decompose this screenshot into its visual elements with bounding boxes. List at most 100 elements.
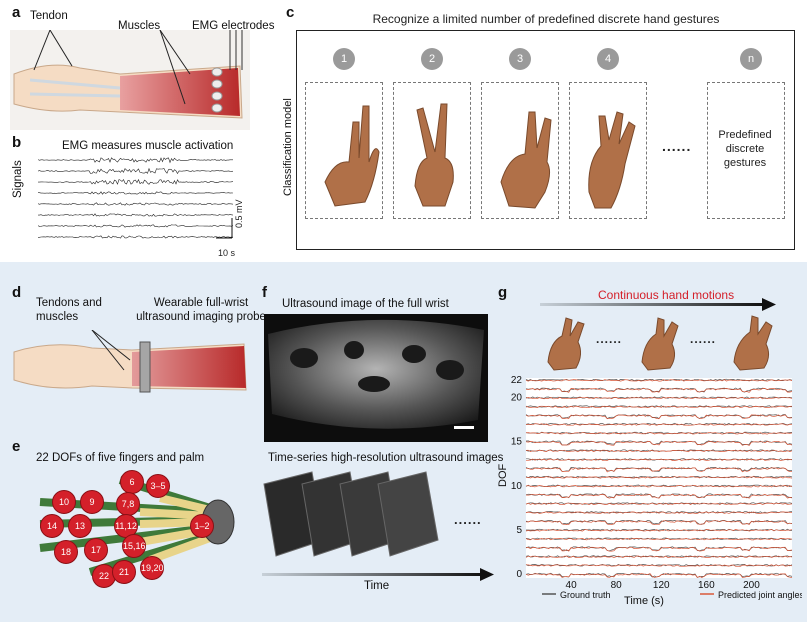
- legend-predicted: Predicted joint angles: [718, 590, 802, 600]
- electrodes-label: EMG electrodes: [192, 20, 275, 32]
- stack-ellipsis: ......: [454, 512, 482, 527]
- x-tick-label: 80: [611, 580, 623, 591]
- dof-trace-predicted: [525, 511, 793, 514]
- y-tick-label: 20: [511, 393, 523, 404]
- dof-trace-ground_truth: [525, 563, 793, 567]
- dof-trace-predicted: [525, 555, 793, 558]
- emg-trace: [38, 235, 234, 239]
- gesture-number-n: n: [740, 48, 762, 70]
- emg-scale-time: 10 s: [218, 248, 236, 258]
- probe-label: Wearable full-wrist ultrasound imaging p…: [136, 297, 266, 323]
- dof-marker-6: 6: [120, 470, 144, 494]
- dof-trace-predicted: [525, 546, 793, 552]
- panel-c-title: Recognize a limited number of predefined…: [372, 12, 720, 26]
- dof-marker-1-2: 1–2: [190, 514, 214, 538]
- emg-trace: [38, 191, 234, 195]
- signals-label: Signals: [12, 160, 24, 198]
- dof-trace-ground_truth: [525, 431, 793, 435]
- continuous-motions-title: Continuous hand motions: [598, 288, 735, 302]
- dof-marker-14: 14: [40, 514, 64, 538]
- dof-marker-15-16: 15,16: [122, 534, 146, 558]
- dof-trace-predicted: [525, 440, 793, 446]
- dof-marker-10: 10: [52, 490, 76, 514]
- motion-arrow: [540, 298, 776, 311]
- gesture-ellipsis: ......: [662, 138, 692, 154]
- dof-marker-9: 9: [80, 490, 104, 514]
- motion-hands: [547, 315, 773, 371]
- dof-trace-predicted: [526, 458, 793, 461]
- dof-title: 22 DOFs of five fingers and palm: [36, 452, 205, 464]
- dof-trace-ground_truth: [525, 467, 793, 472]
- y-tick-label: 0: [516, 569, 522, 580]
- dof-trace-ground_truth: [525, 396, 793, 399]
- dof-marker-3-5: 3–5: [146, 474, 170, 498]
- gesture-box-4: [569, 82, 647, 219]
- dof-trace-predicted: [525, 405, 793, 409]
- dof-trace-predicted: [525, 502, 793, 506]
- dof-trace-predicted: [525, 414, 793, 420]
- gesture-box-2: [393, 82, 471, 219]
- dof-marker-18: 18: [54, 540, 78, 564]
- motion-ellipsis-1: ......: [596, 332, 623, 346]
- ultrasound-stack: [263, 471, 439, 557]
- dof-trace-ground_truth: [525, 449, 793, 452]
- muscles-label: Muscles: [118, 20, 161, 32]
- emg-trace: [38, 202, 234, 206]
- panel-d-letter: d: [12, 284, 22, 301]
- tendons-muscles-label: Tendons and muscles: [36, 297, 102, 323]
- panel-b-letter: b: [12, 134, 22, 151]
- gesture-number-4: 4: [597, 48, 619, 70]
- time-arrow: [262, 568, 494, 581]
- dof-trace-predicted: [526, 467, 793, 473]
- ultrasound-title: Ultrasound image of the full wrist: [282, 298, 449, 310]
- y-tick-label: 15: [511, 437, 523, 448]
- emg-signals: [38, 157, 234, 239]
- predefined-gestures-text: Predefined discrete gestures: [718, 129, 772, 169]
- arm-emg-illustration: [10, 30, 250, 130]
- dof-marker-21: 21: [112, 560, 136, 584]
- classification-model-label: Classification model: [282, 98, 294, 196]
- emg-scale-voltage: 0.5 mV: [234, 199, 244, 228]
- dof-trace-ground_truth: [525, 502, 793, 505]
- gesture-number-3: 3: [509, 48, 531, 70]
- x-tick-label: 120: [653, 580, 670, 591]
- panel-f-letter: f: [262, 284, 267, 301]
- emg-trace: [38, 213, 234, 217]
- x-tick-label: 160: [698, 580, 715, 591]
- time-label: Time: [364, 580, 390, 592]
- gesture-box-1: [305, 82, 383, 219]
- gesture-box-3: [481, 82, 559, 219]
- panel-e-letter: e: [12, 438, 21, 455]
- dof-trace-predicted: [525, 537, 793, 541]
- dof-trace-predicted: [525, 396, 793, 400]
- dof-trace-predicted: [525, 564, 793, 567]
- panel-c-letter: c: [286, 4, 295, 21]
- y-tick-label: 22: [511, 375, 523, 386]
- ultrasound-image: [264, 314, 488, 442]
- emg-trace: [38, 167, 234, 175]
- legend-ground-truth: Ground truth: [560, 590, 611, 600]
- dof-marker-11-12: 11,12: [114, 514, 138, 538]
- dof-trace-ground_truth: [525, 555, 793, 558]
- dof-trace-predicted: [525, 520, 792, 526]
- time-series-title: Time-series high-resolution ultrasound i…: [268, 452, 504, 464]
- arm-ultrasound-illustration: [13, 330, 247, 393]
- gesture-box-n: [707, 82, 785, 219]
- classification-frame: [296, 30, 795, 250]
- panel-g-letter: g: [498, 284, 508, 301]
- dof-trace-predicted: [525, 485, 793, 488]
- y-tick-label: 10: [511, 481, 523, 492]
- dof-marker-19-20: 19,20: [140, 556, 164, 580]
- dof-trace-predicted: [525, 476, 793, 479]
- dof-trace-predicted: [525, 493, 793, 499]
- dof-marker-13: 13: [68, 514, 92, 538]
- dof-trace-predicted: [525, 379, 793, 382]
- emg-trace: [38, 224, 234, 228]
- dof-marker-17: 17: [84, 538, 108, 562]
- tendon-label: Tendon: [30, 10, 68, 22]
- dof-trace-predicted: [525, 529, 793, 532]
- dof-trace-predicted: [525, 432, 793, 435]
- motion-ellipsis-2: ......: [690, 332, 717, 346]
